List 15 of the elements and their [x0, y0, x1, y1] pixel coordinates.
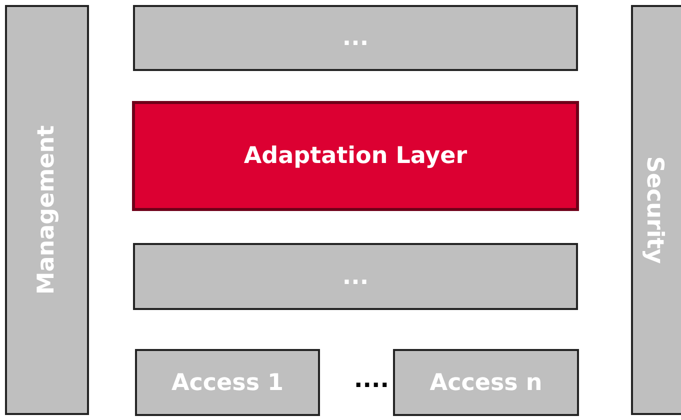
- layer-label: ...: [342, 264, 369, 290]
- layer-label: Adaptation Layer: [244, 143, 468, 169]
- layer-label: Security: [642, 156, 668, 264]
- layer-box: [133, 5, 578, 71]
- side-panel: [631, 5, 681, 415]
- layer-label: Access n: [430, 370, 542, 396]
- layer-label: Management: [34, 125, 60, 295]
- side-panel: [5, 5, 89, 415]
- ellipsis-text: ....: [354, 367, 389, 393]
- layer-label: ...: [342, 25, 369, 51]
- access-box: [135, 349, 320, 416]
- layer-label: Access 1: [171, 370, 284, 396]
- access-box: [393, 349, 579, 416]
- highlighted-layer-box: [132, 101, 579, 211]
- layer-box: [133, 243, 578, 310]
